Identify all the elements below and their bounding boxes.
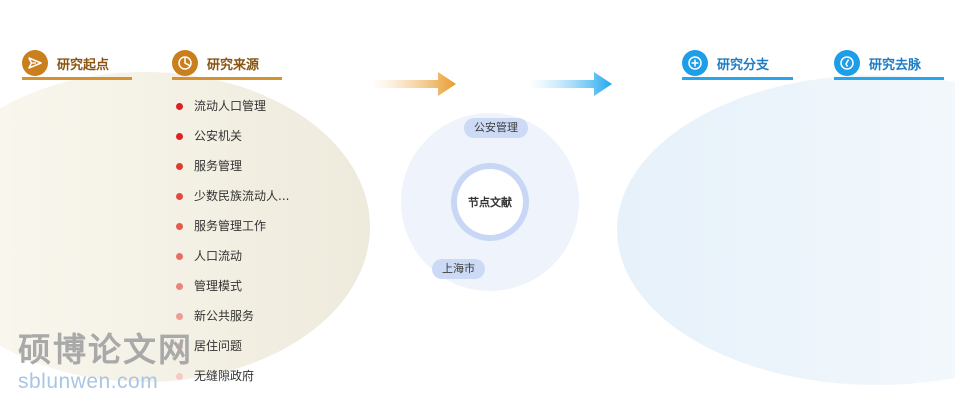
header-research-source[interactable]: 研究来源 [172,46,282,80]
source-keyword-item[interactable]: 服务管理 [176,156,289,186]
header-underline [172,77,282,80]
source-keyword-item[interactable]: 无缝隙政府 [176,366,289,396]
source-keyword-label: 新公共服务 [194,309,255,323]
source-keyword-item[interactable]: 新公共服务 [176,306,289,336]
bullet-dot-icon [176,283,183,290]
bullet-dot-icon [176,163,183,170]
paper-plane-icon [22,50,48,76]
header-label: 研究起点 [57,57,110,73]
hub-node[interactable]: 节点文献 [457,169,523,235]
bullet-dot-icon [176,103,183,110]
source-keyword-label: 少数民族流动人... [194,189,290,203]
blue-flow-arrow-icon [528,72,612,96]
bullet-dot-icon [176,133,183,140]
bullet-dot-icon [176,223,183,230]
source-keyword-label: 公安机关 [194,129,243,143]
header-label: 研究分支 [717,57,770,73]
header-underline [682,77,793,80]
header-underline [22,77,132,80]
source-keyword-list: 流动人口管理公安机关服务管理少数民族流动人... 服务管理工作人口流动管理模式新公… [176,96,289,396]
add-circle-icon [682,50,708,76]
bullet-dot-icon [176,343,183,350]
source-keyword-item[interactable]: 公安机关 [176,126,289,156]
source-keyword-label: 管理模式 [194,279,243,293]
pie-chart-icon [172,50,198,76]
source-keyword-label: 服务管理 [194,159,243,173]
hub-tag[interactable]: 上海市 [432,259,485,279]
source-keyword-item[interactable]: 少数民族流动人... [176,186,289,216]
source-keyword-label: 居住问题 [194,339,243,353]
source-keyword-label: 无缝隙政府 [194,369,255,383]
header-research-trace[interactable]: 研究去脉 [834,46,944,80]
source-keyword-item[interactable]: 流动人口管理 [176,96,289,126]
orange-flow-arrow-icon [372,72,456,96]
source-background [0,72,370,382]
source-keyword-label: 人口流动 [194,249,243,263]
source-keyword-item[interactable]: 服务管理工作 [176,216,289,246]
bullet-dot-icon [176,373,183,380]
source-keyword-item[interactable]: 人口流动 [176,246,289,276]
source-keyword-label: 流动人口管理 [194,99,267,113]
compass-icon [834,50,860,76]
header-research-start[interactable]: 研究起点 [22,46,132,80]
source-keyword-label: 服务管理工作 [194,219,267,233]
hub-tag[interactable]: 公安管理 [464,118,528,138]
header-research-branch[interactable]: 研究分支 [682,46,793,80]
source-keyword-item[interactable]: 管理模式 [176,276,289,306]
header-label: 研究去脉 [869,57,922,73]
site-watermark: 硕博论文网 sblunwen.com [18,330,198,394]
watermark-en: sblunwen.com [18,370,159,393]
branch-background [617,75,955,385]
header-label: 研究来源 [207,57,260,73]
header-underline [834,77,944,80]
bullet-dot-icon [176,313,183,320]
source-keyword-item[interactable]: 居住问题 [176,336,289,366]
bullet-dot-icon [176,253,183,260]
bullet-dot-icon [176,193,183,200]
watermark-cn: 硕博论文网 [18,330,193,369]
hub-label: 节点文献 [468,196,512,209]
